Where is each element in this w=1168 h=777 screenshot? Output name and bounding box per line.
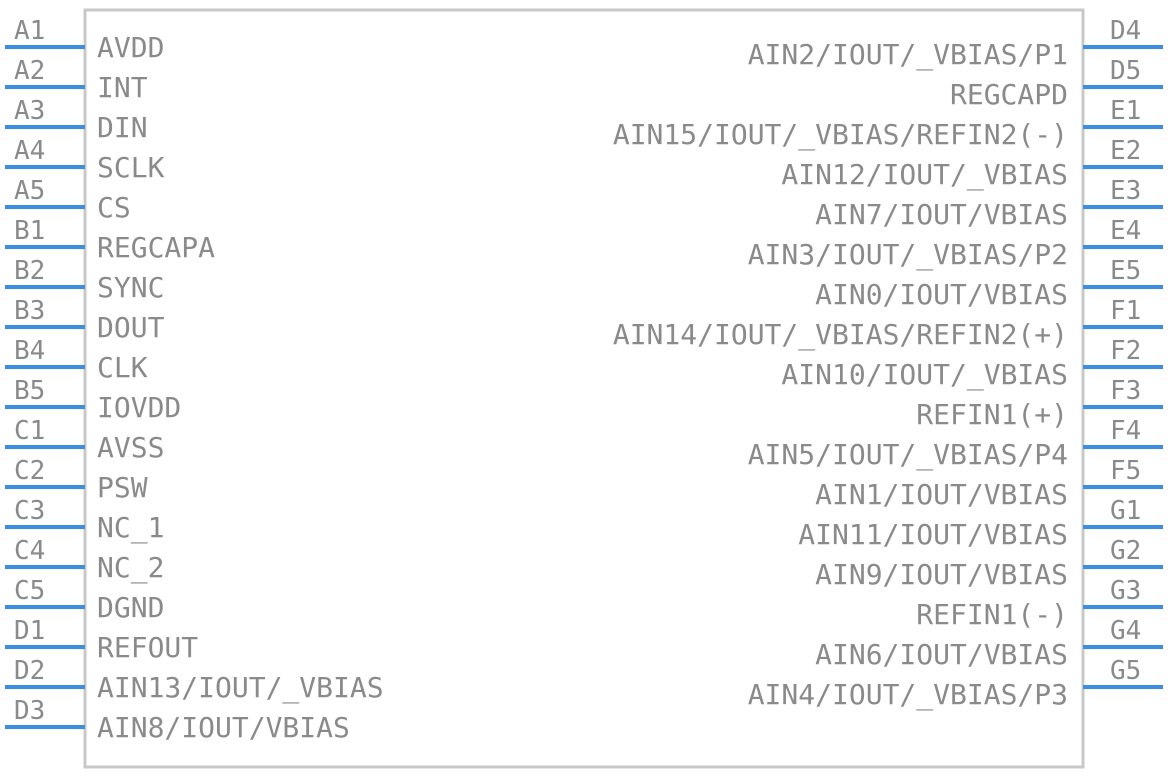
pin-name-a2: INT [97,71,148,104]
pin-name-g2: AIN9/IOUT/VBIAS [815,558,1068,591]
pin-number-b5: B5 [14,376,45,406]
pin-number-c4: C4 [14,536,45,566]
pin-number-f3: F3 [1110,376,1141,406]
pin-number-a2: A2 [14,56,45,86]
pin-name-a3: DIN [97,111,148,144]
pin-name-d2: AIN13/IOUT/_VBIAS [97,671,384,705]
pin-name-d1: REFOUT [97,631,198,664]
pin-name-g4: AIN6/IOUT/VBIAS [815,638,1068,671]
pin-number-b4: B4 [14,336,45,366]
pin-number-c5: C5 [14,576,45,606]
pin-number-f2: F2 [1110,336,1141,366]
pin-name-f4: AIN5/IOUT/_VBIAS/P4 [748,438,1068,472]
pin-number-e1: E1 [1110,96,1141,126]
pin-name-e4: AIN3/IOUT/_VBIAS/P2 [748,238,1068,272]
pin-name-e1: AIN15/IOUT/_VBIAS/REFIN2(-) [613,118,1068,152]
pin-number-b1: B1 [14,216,45,246]
pin-name-b4: CLK [97,351,148,384]
pin-number-d5: D5 [1110,56,1141,86]
pin-number-d4: D4 [1110,16,1141,46]
pin-number-a1: A1 [14,16,45,46]
pin-number-g4: G4 [1110,616,1141,646]
pin-name-a4: SCLK [97,151,165,184]
pin-number-a4: A4 [14,136,45,166]
pin-name-b5: IOVDD [97,391,181,424]
pin-number-c1: C1 [14,416,45,446]
pin-number-c3: C3 [14,496,45,526]
pin-name-a1: AVDD [97,31,164,64]
pin-name-d4: AIN2/IOUT/_VBIAS/P1 [748,38,1068,72]
pin-number-f4: F4 [1110,416,1141,446]
pin-name-e3: AIN7/IOUT/VBIAS [815,198,1068,231]
pin-number-e4: E4 [1110,216,1141,246]
pin-number-g2: G2 [1110,536,1141,566]
pin-number-e3: E3 [1110,176,1141,206]
pin-number-g1: G1 [1110,496,1141,526]
pin-number-a3: A3 [14,96,45,126]
pin-number-d3: D3 [14,696,45,726]
pin-name-c4: NC_2 [97,551,164,585]
pin-number-b2: B2 [14,256,45,286]
pin-name-f2: AIN10/IOUT/_VBIAS [781,358,1068,392]
pin-number-b3: B3 [14,296,45,326]
pin-name-g1: AIN11/IOUT/VBIAS [798,518,1068,551]
pin-number-e2: E2 [1110,136,1141,166]
component-body [83,8,1085,769]
pin-name-c1: AVSS [97,431,164,464]
pin-number-f5: F5 [1110,456,1141,486]
pin-number-g5: G5 [1110,656,1141,686]
pin-number-g3: G3 [1110,576,1141,606]
pin-name-e5: AIN0/IOUT/VBIAS [815,278,1068,311]
pin-name-b3: DOUT [97,311,165,344]
pin-name-d5: REGCAPD [950,78,1068,111]
pin-name-g5: AIN4/IOUT/_VBIAS/P3 [748,678,1068,712]
pin-number-d1: D1 [14,616,45,646]
pin-number-e5: E5 [1110,256,1141,286]
pin-number-d2: D2 [14,656,45,686]
pin-number-a5: A5 [14,176,45,206]
pin-name-f3: REFIN1(+) [916,398,1068,431]
pin-name-c3: NC_1 [97,511,164,545]
pin-number-f1: F1 [1110,296,1141,326]
pin-name-c2: PSW [97,471,148,504]
pin-name-f5: AIN1/IOUT/VBIAS [815,478,1068,511]
pin-name-f1: AIN14/IOUT/_VBIAS/REFIN2(+) [613,318,1068,352]
pin-number-c2: C2 [14,456,45,486]
pin-name-d3: AIN8/IOUT/VBIAS [97,711,350,744]
pin-name-c5: DGND [97,591,164,624]
pin-name-b1: REGCAPA [97,231,215,264]
pin-name-b2: SYNC [97,271,164,304]
pin-name-e2: AIN12/IOUT/_VBIAS [781,158,1068,192]
pin-name-a5: CS [97,191,131,224]
pin-name-g3: REFIN1(-) [916,598,1068,631]
